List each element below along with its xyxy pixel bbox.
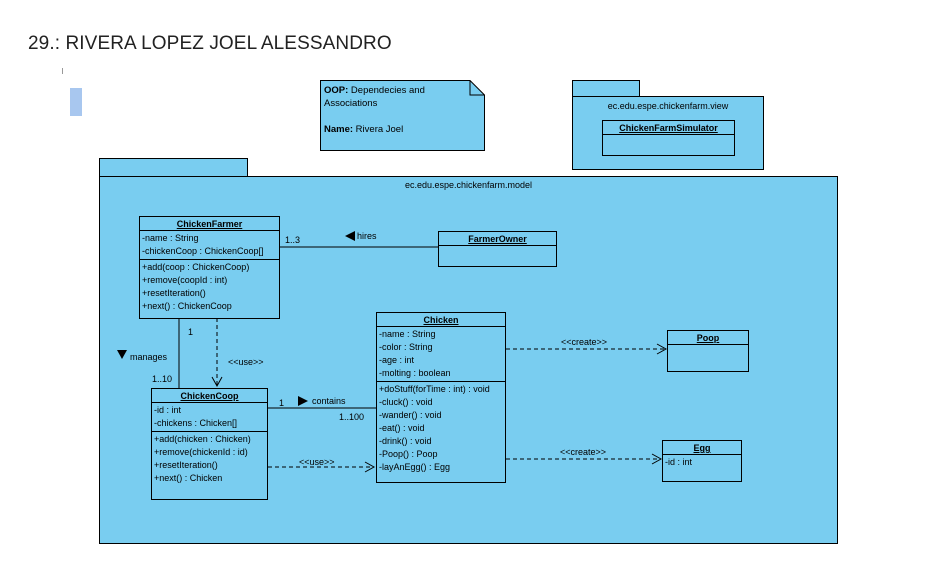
manages-multiplicity-top: 1 (188, 327, 194, 337)
hires-direction-icon (345, 231, 355, 241)
manages-label: manages (130, 352, 168, 362)
class-chicken-farmer[interactable]: ChickenFarmer -name : String -chickenCoo… (139, 216, 280, 319)
model-package-name: ec.edu.espe.chickenfarm.model (404, 180, 533, 190)
class-chicken[interactable]: Chicken -name : String -color : String -… (376, 312, 506, 483)
use-label-2: <<use>> (299, 457, 335, 467)
class-egg[interactable]: Egg -id : int (662, 440, 742, 482)
use-arrowhead-2 (364, 461, 376, 473)
operation: -layAnEgg() : Egg (379, 462, 451, 472)
attribute: -id : int (154, 405, 182, 415)
class-farmer-owner[interactable]: FarmerOwner (438, 231, 557, 267)
attribute: -name : String (142, 233, 199, 243)
class-name: ChickenFarmer (140, 217, 279, 231)
operation: +resetIteration() (142, 288, 206, 298)
class-name: FarmerOwner (439, 232, 556, 246)
operation: -wander() : void (379, 410, 442, 420)
note-text: OOP: Dependecies and Associations Name: … (324, 84, 425, 136)
attributes-section: -name : String -color : String -age : in… (377, 327, 505, 382)
operation: +next() : Chicken (154, 473, 223, 483)
hires-label: hires (357, 231, 377, 241)
operation: -drink() : void (379, 436, 432, 446)
operation: -Poop() : Poop (379, 449, 438, 459)
note-oop-label: OOP: (324, 85, 349, 96)
use-label-1: <<use>> (228, 357, 264, 367)
attributes-section: -name : String -chickenCoop : ChickenCoo… (140, 231, 279, 260)
note-oop-text-2: Associations (324, 98, 378, 109)
attributes-section: -id : int (663, 455, 741, 470)
attribute: -chickenCoop : ChickenCoop[] (142, 246, 264, 256)
operation: +next() : ChickenCoop (142, 301, 232, 311)
attribute: -id : int (665, 457, 693, 467)
class-poop[interactable]: Poop (667, 330, 749, 372)
attribute: -chickens : Chicken[] (154, 418, 238, 428)
view-package[interactable]: ec.edu.espe.chickenfarm.view ChickenFarm… (572, 96, 764, 170)
class-chicken-farm-simulator[interactable]: ChickenFarmSimulator (602, 120, 735, 156)
operation: -cluck() : void (379, 397, 433, 407)
attribute: -color : String (379, 342, 433, 352)
manages-multiplicity-bottom: 1..10 (152, 374, 173, 384)
class-name: Chicken (377, 313, 505, 327)
operation: +resetIteration() (154, 460, 218, 470)
attribute: -age : int (379, 355, 415, 365)
operations-section: +add(coop : ChickenCoop) +remove(coopId … (140, 260, 279, 314)
note-shape (320, 80, 485, 151)
create-label-2: <<create>> (560, 447, 607, 457)
operation: +add(coop : ChickenCoop) (142, 262, 250, 272)
create-arrowhead-2 (651, 453, 663, 465)
view-package-name: ec.edu.espe.chickenfarm.view (607, 101, 729, 111)
attribute: -name : String (379, 329, 436, 339)
note-box[interactable]: OOP: Dependecies and Associations Name: … (320, 80, 485, 151)
operation: +remove(coopId : int) (142, 275, 228, 285)
class-name: Poop (668, 331, 748, 345)
page-title: 29.: RIVERA LOPEZ JOEL ALESSANDRO (28, 33, 392, 54)
create-arrowhead-1 (656, 343, 668, 355)
operation: +doStuff(forTime : int) : void (379, 384, 490, 394)
attributes-section: -id : int -chickens : Chicken[] (152, 403, 267, 432)
manages-direction-icon (117, 350, 127, 359)
contains-direction-icon (298, 396, 308, 406)
operation: +remove(chickenId : id) (154, 447, 248, 457)
class-name: ChickenFarmSimulator (603, 121, 734, 135)
operation: -eat() : void (379, 423, 425, 433)
attribute: -molting : boolean (379, 368, 451, 378)
operation: +add(chicken : Chicken) (154, 434, 251, 444)
create-label-1: <<create>> (561, 337, 608, 347)
operations-section: +doStuff(forTime : int) : void -cluck() … (377, 382, 505, 475)
divider-mark (62, 68, 63, 74)
hires-multiplicity: 1..3 (285, 235, 301, 245)
contains-multiplicity-right: 1..100 (339, 412, 365, 422)
note-name-label: Name: (324, 124, 354, 135)
class-chicken-coop[interactable]: ChickenCoop -id : int -chickens : Chicke… (151, 388, 268, 500)
note-name-text: Rivera Joel (353, 124, 404, 135)
contains-label: contains (312, 396, 346, 406)
class-name: Egg (663, 441, 741, 455)
class-name: ChickenCoop (152, 389, 267, 403)
contains-multiplicity-left: 1 (279, 398, 285, 408)
use-arrowhead-1 (211, 376, 223, 388)
operations-section: +add(chicken : Chicken) +remove(chickenI… (152, 432, 267, 486)
selection-marker (70, 88, 82, 116)
note-oop-text: Dependecies and (348, 85, 425, 96)
